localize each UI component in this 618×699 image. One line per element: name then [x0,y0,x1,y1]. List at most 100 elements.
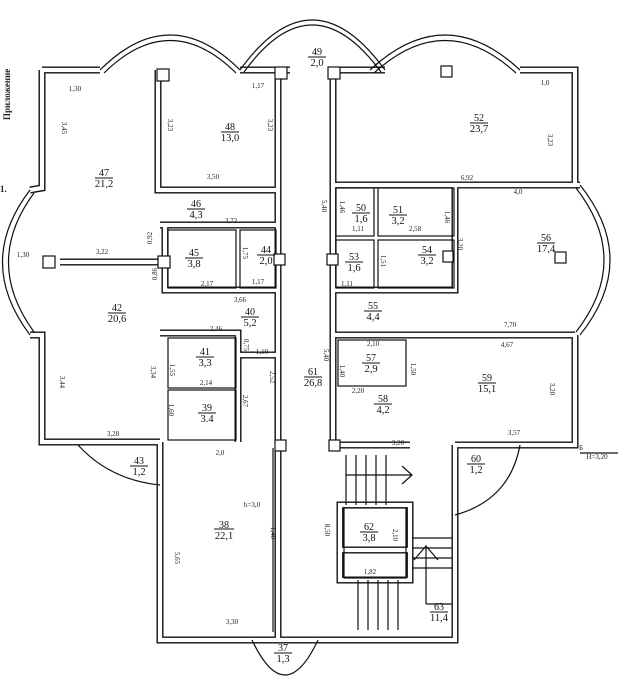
room-area: 3,8 [362,533,375,544]
room-number: 41 [200,347,210,358]
room-number: 53 [349,252,359,263]
dimension: 1,60 [167,404,175,417]
dimension: 1,51 [379,255,387,268]
room-area: 13,0 [221,133,239,144]
dimension: 2,0 [216,449,225,457]
dimension: 0,75 [242,339,250,352]
dimension: 8,50 [323,524,331,537]
room-number: 54 [422,245,432,256]
dimension: 1,17 [252,278,265,286]
room-53: 531,6 [345,252,363,274]
dimension: 0,86 [151,267,159,280]
room-number: 63 [434,602,444,613]
room-51: 513,2 [389,205,407,227]
room-area: 11,4 [430,613,449,624]
dimension: 2,14 [200,379,213,387]
dimension: 2,58 [409,225,422,233]
room-area: 20,6 [108,314,126,325]
room-number: 57 [366,353,376,364]
curved-walls [1,19,611,676]
room-55: 554,4 [364,301,382,323]
dimension: 4,67 [501,341,514,349]
room-number: 60 [471,454,481,465]
room-area: 4,3 [189,210,202,221]
dimension: 1,30 [69,85,82,93]
room-area: 26,8 [304,378,322,389]
dimension: 1,50 [409,363,417,376]
dimension: 3,23 [166,119,174,132]
room-number: 61 [308,367,318,378]
room-area: 22,1 [215,531,233,542]
margin-label: Приложение [2,69,12,120]
room-area: 2,0 [259,256,272,267]
dimension: 3,44 [58,376,66,389]
room-area: 1,6 [354,214,367,225]
dimension: 3,30 [226,618,239,626]
dimension: 3,22 [96,248,109,256]
room-number: 48 [225,122,235,133]
dimension: 3,28 [107,430,120,438]
room-number: 45 [189,248,199,259]
room-number: 52 [474,113,484,124]
room-57: 572,9 [362,353,380,375]
dimension: 3,23 [266,119,274,132]
room-50: 501,6 [352,203,370,225]
dimension: 1,40 [338,365,346,378]
room-number: 56 [541,233,551,244]
dimension: 3,50 [207,173,220,181]
dimension: 3,66 [234,296,247,304]
dimension: 1,30 [17,251,30,259]
dimension: 1,40 [269,527,277,540]
room-46: 464,3 [187,199,205,221]
dimension: 5,40 [322,349,330,362]
room-43: 431,2 [130,456,148,478]
room-number: 38 [219,520,229,531]
dimension: 0,92 [146,231,154,244]
room-area: 1,2 [469,465,482,476]
room-number: 40 [245,307,255,318]
room-area: 3,8 [187,259,200,270]
dimension: 2,20 [352,387,365,395]
dimension: 1,0 [541,79,550,87]
room-number: 43 [134,456,144,467]
dimension: 3,34 [149,366,157,379]
room-number: 58 [378,394,388,405]
room-58: 584,2 [374,394,392,416]
room-area: 23,7 [470,124,488,135]
dimension: 6,92 [461,174,474,182]
room-number: 51 [393,205,403,216]
dimension: 5,65 [173,552,181,565]
room-number: 44 [261,245,271,256]
room-number: 47 [99,168,109,179]
dimension: 1,82 [364,568,377,576]
room-39: 393.4 [198,403,216,425]
room-number: 62 [364,522,374,533]
room-area: 3,2 [391,216,404,227]
room-area: 1,2 [132,467,145,478]
room-number: 37 [278,643,288,654]
dimension: 3,57 [508,429,521,437]
dimension: 3,23 [546,134,554,147]
dimension: 4,0 [514,188,523,196]
dimension: 5,40 [320,200,328,213]
dimension: 3,20 [456,238,464,251]
dimension-labels: 1,30 3,45 1,17 3,23 3,23 3,50 3,72 0,92 … [17,79,608,626]
room-62: 623,8 [360,522,378,544]
dimension: H=3,20 [586,453,608,461]
dimension: 2,52 [268,371,276,384]
room-area: 4,4 [366,312,380,323]
room-area: 1,3 [276,654,289,665]
dimension: 7,70 [504,321,517,329]
dimension: 1,11 [352,225,364,233]
room-area: 3,3 [198,358,211,369]
room-area: 4,2 [376,405,389,416]
